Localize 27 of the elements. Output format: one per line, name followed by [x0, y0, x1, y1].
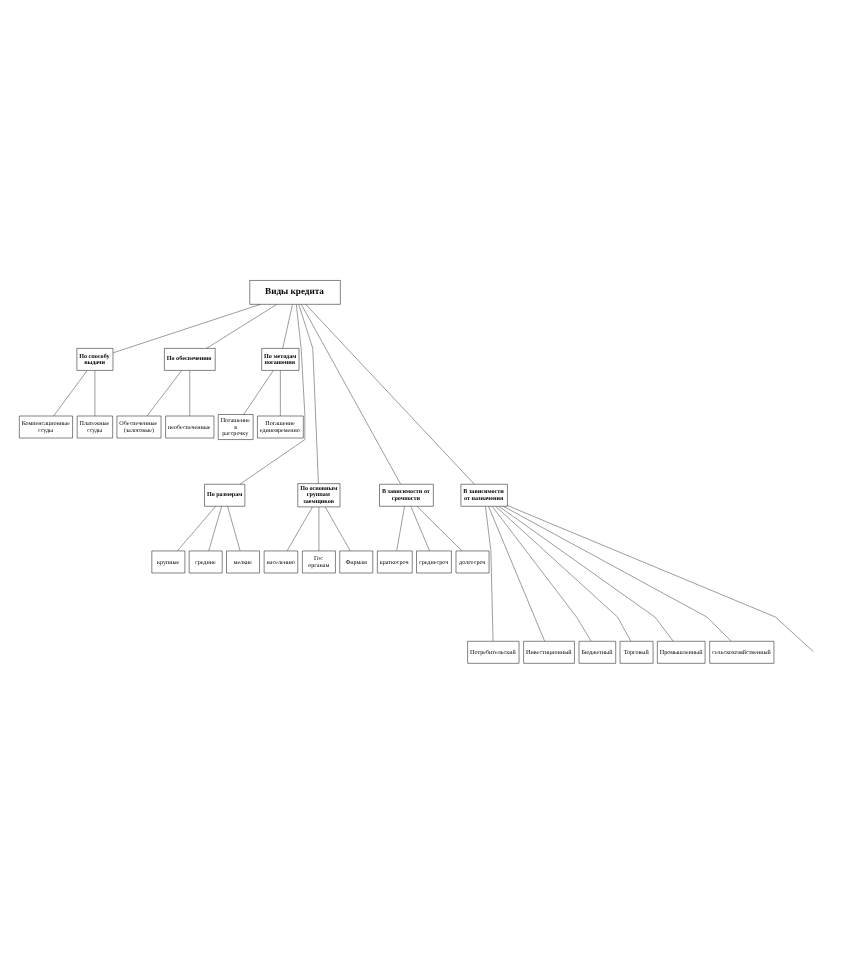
connector	[325, 506, 351, 552]
connector	[488, 506, 545, 642]
connector	[503, 506, 732, 642]
connector	[239, 304, 306, 485]
connector	[177, 506, 216, 552]
connector	[243, 370, 274, 415]
connector	[189, 370, 191, 417]
connector	[282, 304, 293, 349]
connector	[485, 506, 494, 642]
connector	[227, 506, 241, 552]
connector	[94, 370, 96, 417]
connector	[301, 304, 401, 485]
connector	[305, 304, 475, 485]
connector	[396, 506, 405, 552]
connector	[416, 506, 463, 552]
connector	[495, 506, 631, 642]
connector	[507, 505, 814, 652]
connector	[410, 506, 430, 552]
connector	[208, 506, 222, 552]
connector	[206, 304, 277, 349]
connector	[491, 506, 592, 642]
connector	[498, 506, 674, 642]
connector	[298, 304, 319, 484]
connector	[112, 304, 261, 354]
connector	[280, 370, 281, 417]
connector	[53, 370, 88, 417]
connector	[146, 370, 182, 417]
